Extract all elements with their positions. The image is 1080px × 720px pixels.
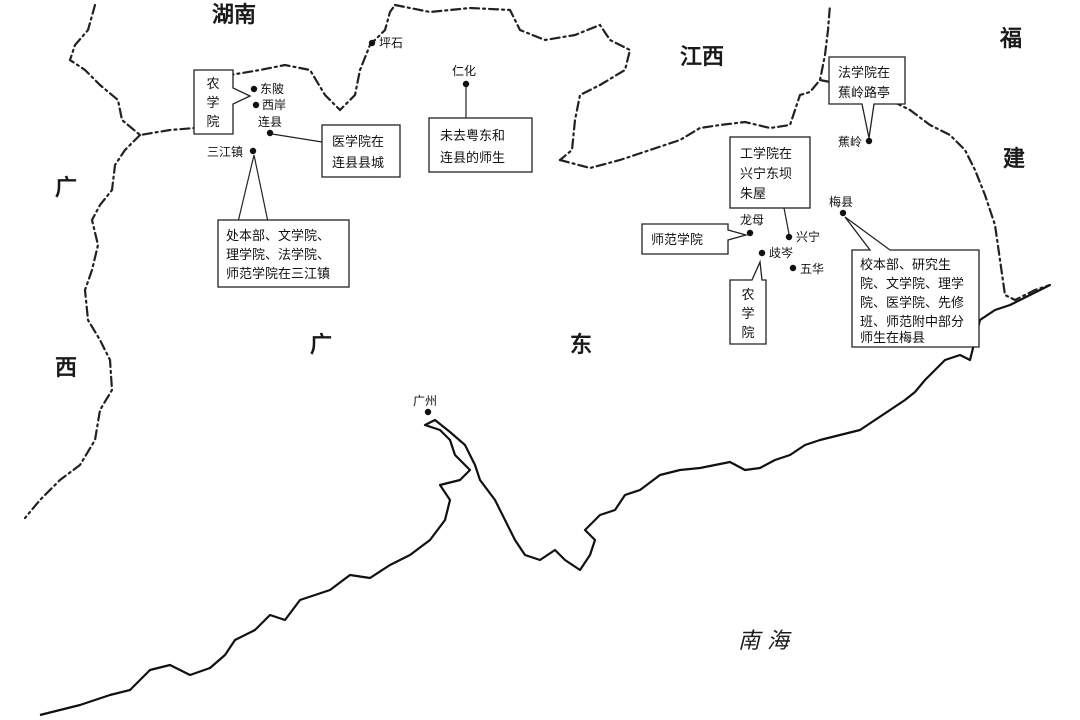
callout-medical-line-2: 连县县城 bbox=[332, 155, 384, 171]
callout-agri-qicen-line-3: 院 bbox=[741, 326, 754, 341]
region-south-sea: 南 海 bbox=[738, 629, 792, 654]
callout-law-line-1: 法学院在 bbox=[838, 65, 890, 81]
callout-normal-text: 师范学院 bbox=[651, 232, 703, 248]
dot-pingshi bbox=[368, 39, 376, 47]
dot-qicen bbox=[758, 249, 766, 257]
place-sanjiangzhen: 三江镇 bbox=[207, 145, 243, 159]
callout-normal-college: 师范学院 bbox=[641, 223, 749, 255]
hunan-jiangxi-border bbox=[393, 3, 632, 162]
callout-agri-qicen: 农 学 院 bbox=[729, 259, 767, 345]
region-jiangxi: 江西 bbox=[680, 44, 724, 70]
place-lianxian: 连县 bbox=[258, 114, 282, 129]
callout-meixian-line-1: 校本部、研究生 bbox=[860, 257, 951, 273]
callout-meixian-line-5: 师生在梅县 bbox=[860, 331, 925, 346]
callout-meixian-line-3: 院、医学院、先修 bbox=[860, 295, 964, 311]
dot-xian bbox=[252, 101, 260, 109]
dot-wuhua bbox=[789, 264, 797, 272]
callout-engineering: 工学院在 兴宁东坝 朱屋 bbox=[729, 136, 811, 235]
coastline bbox=[39, 284, 1051, 717]
callout-medical-line-1: 医学院在 bbox=[332, 134, 384, 150]
callout-sanjiang-line-1: 处本部、文学院、 bbox=[226, 228, 330, 244]
callout-law-line-2: 蕉岭路亭 bbox=[838, 85, 890, 101]
place-qicen: 歧岑 bbox=[769, 246, 793, 260]
dot-sanjiangzhen bbox=[249, 147, 257, 155]
callout-agri-qicen-line-2: 学 bbox=[741, 306, 754, 322]
place-renhua: 仁化 bbox=[452, 64, 476, 78]
place-guangzhou: 广州 bbox=[413, 394, 437, 408]
place-xingning: 兴宁 bbox=[796, 229, 820, 244]
callout-engineering-line-1: 工学院在 bbox=[740, 146, 792, 162]
callout-sanjiang-line-2: 理学院、法学院、 bbox=[226, 247, 330, 263]
place-longmu: 龙母 bbox=[740, 213, 764, 227]
callout-sanjiang: 处本部、文学院、 理学院、法学院、 师范学院在三江镇 bbox=[217, 154, 350, 288]
callout-agri-lianxian: 农 学 院 bbox=[193, 69, 252, 135]
callout-agri-lianxian-line-1: 农 bbox=[206, 77, 219, 92]
dot-guangzhou bbox=[424, 408, 432, 416]
place-pingshi: 坪石 bbox=[379, 36, 403, 50]
place-jiaoling: 蕉岭 bbox=[838, 135, 862, 149]
place-xian: 西岸 bbox=[262, 98, 286, 112]
region-guangxi-1: 广 bbox=[55, 175, 77, 201]
region-guangdong-1: 广 bbox=[310, 332, 332, 358]
dot-meixian bbox=[839, 209, 847, 217]
callout-law: 法学院在 蕉岭路亭 bbox=[828, 56, 906, 139]
guangxi-guangdong-border bbox=[23, 133, 142, 520]
dot-xingning bbox=[785, 233, 793, 241]
place-dongpo: 东陂 bbox=[260, 81, 284, 96]
callout-agri-qicen-line-1: 农 bbox=[741, 288, 754, 303]
callout-meixian-line-2: 院、文学院、理学 bbox=[860, 276, 964, 292]
dot-renhua bbox=[462, 80, 470, 88]
dot-lianxian bbox=[266, 129, 274, 137]
callout-stayed-line-2: 连县的师生 bbox=[440, 150, 505, 166]
dot-dongpo bbox=[250, 85, 258, 93]
callout-meixian-main: 校本部、研究生 院、文学院、理学 院、医学院、先修 班、师范附中部分 师生在梅县 bbox=[844, 216, 980, 348]
callout-agri-lianxian-line-2: 学 bbox=[206, 95, 219, 111]
callout-stayed-behind: 未去粤东和 连县的师生 bbox=[428, 87, 533, 173]
region-hunan: 湖南 bbox=[212, 2, 256, 28]
jiangxi-guangdong-border bbox=[558, 3, 832, 170]
callout-engineering-line-2: 兴宁东坝 bbox=[740, 166, 792, 182]
dot-longmu bbox=[746, 229, 754, 237]
place-wuhua: 五华 bbox=[800, 262, 824, 276]
callout-medical-lianxian: 医学院在 连县县城 bbox=[271, 124, 401, 178]
region-fujian-2: 建 bbox=[1003, 146, 1025, 172]
callout-stayed-line-1: 未去粤东和 bbox=[440, 128, 505, 144]
callout-engineering-line-3: 朱屋 bbox=[740, 187, 766, 202]
callout-agri-lianxian-line-3: 院 bbox=[206, 115, 219, 130]
dot-jiaoling bbox=[865, 137, 873, 145]
region-guangdong-2: 东 bbox=[570, 332, 592, 358]
region-fujian-1: 福 bbox=[999, 26, 1022, 52]
callout-meixian-line-4: 班、师范附中部分 bbox=[860, 315, 964, 330]
region-guangxi-2: 西 bbox=[55, 355, 77, 381]
callout-sanjiang-line-3: 师范学院在三江镇 bbox=[226, 266, 330, 282]
place-meixian: 梅县 bbox=[829, 194, 853, 209]
